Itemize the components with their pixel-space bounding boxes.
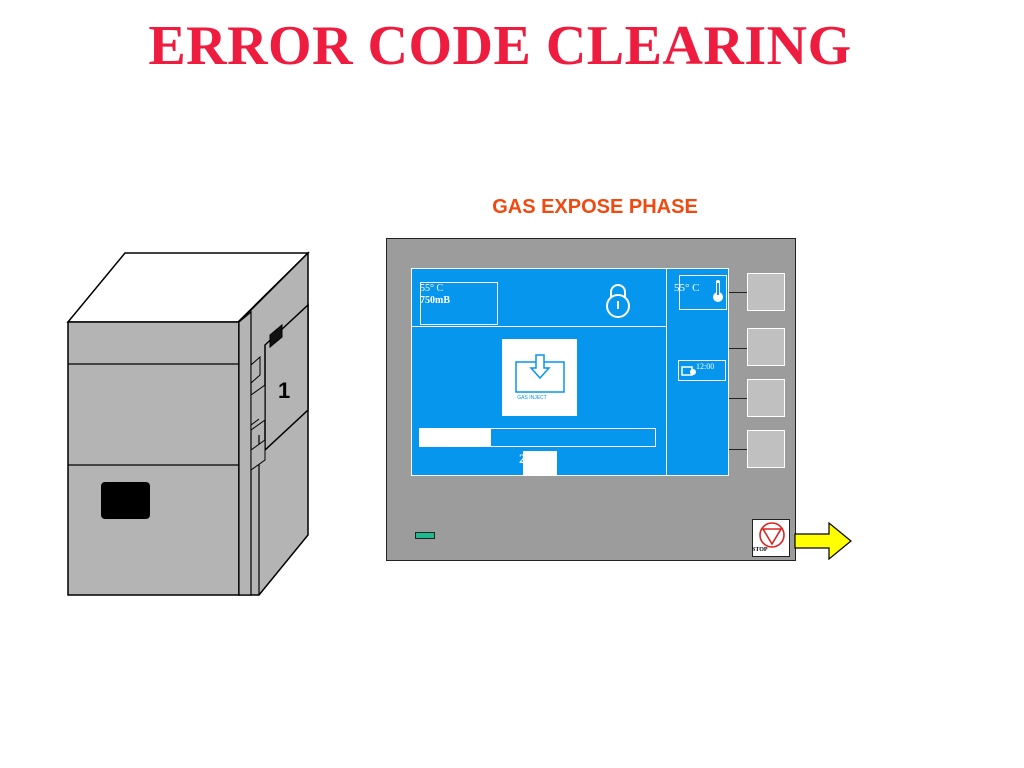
- door-number: 1: [278, 378, 290, 403]
- machine-front: [67, 321, 240, 596]
- door-handle: [269, 323, 283, 349]
- status-pressure: 750mB: [420, 295, 450, 306]
- gas-inject-tile[interactable]: GAS INJECT: [502, 339, 577, 416]
- stop-icon: [759, 522, 785, 548]
- temp-readout: 55° C: [674, 282, 700, 294]
- machine-display: [101, 482, 150, 519]
- status-temp: 55° C: [420, 283, 444, 294]
- sterilizer-machine: 1: [66, 251, 310, 596]
- cycle-code-box: [523, 451, 557, 476]
- gas-inject-icon: [515, 354, 565, 393]
- phase-title: GAS EXPOSE PHASE: [492, 196, 698, 218]
- temp-box: [679, 275, 727, 310]
- status-box: [420, 282, 498, 325]
- progress-bar: [419, 428, 656, 447]
- status-led: [415, 532, 435, 539]
- lock-icon: [606, 284, 630, 318]
- stop-label: STOP: [752, 547, 768, 553]
- page-title: ERROR CODE CLEARING: [148, 15, 852, 77]
- clock-icon: [681, 366, 696, 376]
- clock-button[interactable]: 12:00: [678, 360, 726, 381]
- stop-button[interactable]: STOP: [752, 519, 790, 557]
- soft-button-2[interactable]: [747, 328, 785, 366]
- cycle-code: 251: [519, 451, 539, 466]
- progress-fill: [420, 429, 491, 446]
- soft-button-3[interactable]: [747, 379, 785, 417]
- soft-button-1[interactable]: [747, 273, 785, 311]
- soft-button-4[interactable]: [747, 430, 785, 468]
- thermometer-icon: [713, 280, 723, 302]
- door-frame: [238, 310, 252, 596]
- arrow-right-icon: [794, 521, 852, 561]
- gas-inject-label: GAS INJECT: [517, 395, 547, 401]
- clock-time: 12:00: [696, 362, 715, 371]
